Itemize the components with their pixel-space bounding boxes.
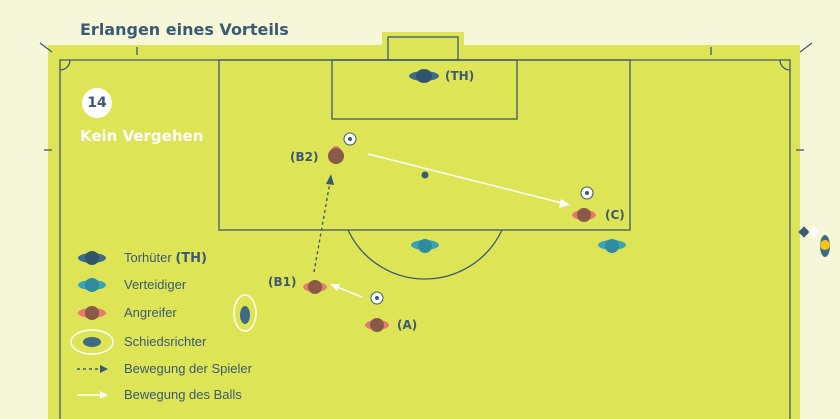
corner-arc-left [59,59,71,71]
ball-icon [343,132,357,146]
legend-attacker-icon [78,306,106,320]
penalty-spot [421,171,429,179]
attacker-a-figure [365,318,389,332]
label-b2: (B2) [290,150,319,164]
legend-ball-movement-icon [77,391,108,399]
corner-arc-right [779,59,791,71]
ball-path-a-to-b1 [336,286,363,298]
attacker-c-figure [572,208,596,222]
ball-path-b2-to-c [367,153,563,204]
legend-goalkeeper-abbr: (TH) [175,251,207,266]
legend-goalkeeper-icon [78,251,106,265]
referee-figure [233,294,257,332]
assistant-referee-figure [798,226,830,257]
label-c: (C) [605,208,625,222]
tick-mark [799,42,813,53]
legend-player-movement: Bewegung der Spieler [124,361,252,376]
player-arrowhead [326,174,334,185]
legend-ball-movement: Bewegung des Balls [124,387,242,402]
ball-icon [580,186,594,200]
penalty-arc [347,229,503,280]
attacker-b2-figure [328,146,344,164]
ball-arrowhead [330,284,340,291]
scene-number-badge: 14 [82,88,112,118]
goal-area [331,59,518,120]
diagram-title: Erlangen eines Vorteils [80,20,289,39]
ball-icon [370,291,384,305]
defender-figure [598,239,626,253]
legend-goalkeeper: Torhüter (TH) [124,250,207,266]
label-a: (A) [397,318,418,332]
goal [382,32,464,60]
label-goalkeeper: (TH) [445,69,475,83]
legend-defender: Verteidiger [124,277,187,292]
tick-mark [39,42,53,53]
legend-player-movement-icon [77,365,108,373]
legend-defender-icon [78,278,106,292]
scene-title: Kein Vergehen [80,127,204,145]
ball-arrowhead [559,199,570,208]
attacker-b1-figure [303,280,327,294]
goalkeeper-figure [409,69,439,83]
legend-goalkeeper-label: Torhüter [124,250,172,265]
legend-referee-icon [70,329,114,355]
legend-referee: Schiedsrichter [124,334,207,349]
legend-attacker: Angreifer [124,305,177,320]
pitch [48,45,800,419]
label-b1: (B1) [268,275,297,289]
defender-figure [411,239,439,253]
